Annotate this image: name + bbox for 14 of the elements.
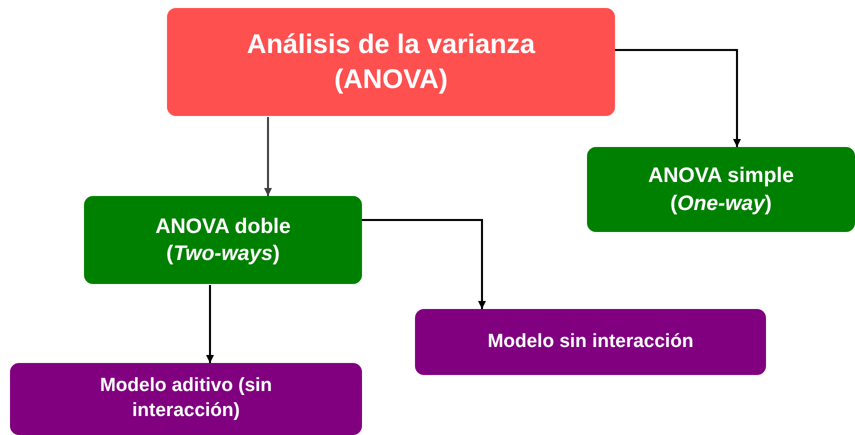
- node-label: Modelo aditivo (sin interacción): [98, 374, 274, 423]
- node-label: Análisis de la varianza (ANOVA): [246, 28, 536, 96]
- method-box: [587, 147, 855, 232]
- node-label: ANOVA doble (Two-ways): [154, 214, 292, 267]
- node-label: Modelo sin interacción: [488, 330, 694, 354]
- arrow: [615, 49, 741, 147]
- title-box: [167, 8, 615, 116]
- model-box: [10, 363, 362, 435]
- model-box: [415, 309, 766, 375]
- arrow: [264, 117, 272, 196]
- arrow: [362, 219, 486, 309]
- node-label: ANOVA simple (One-way): [647, 163, 795, 216]
- arrow: [206, 285, 214, 363]
- method-box: [84, 196, 362, 284]
